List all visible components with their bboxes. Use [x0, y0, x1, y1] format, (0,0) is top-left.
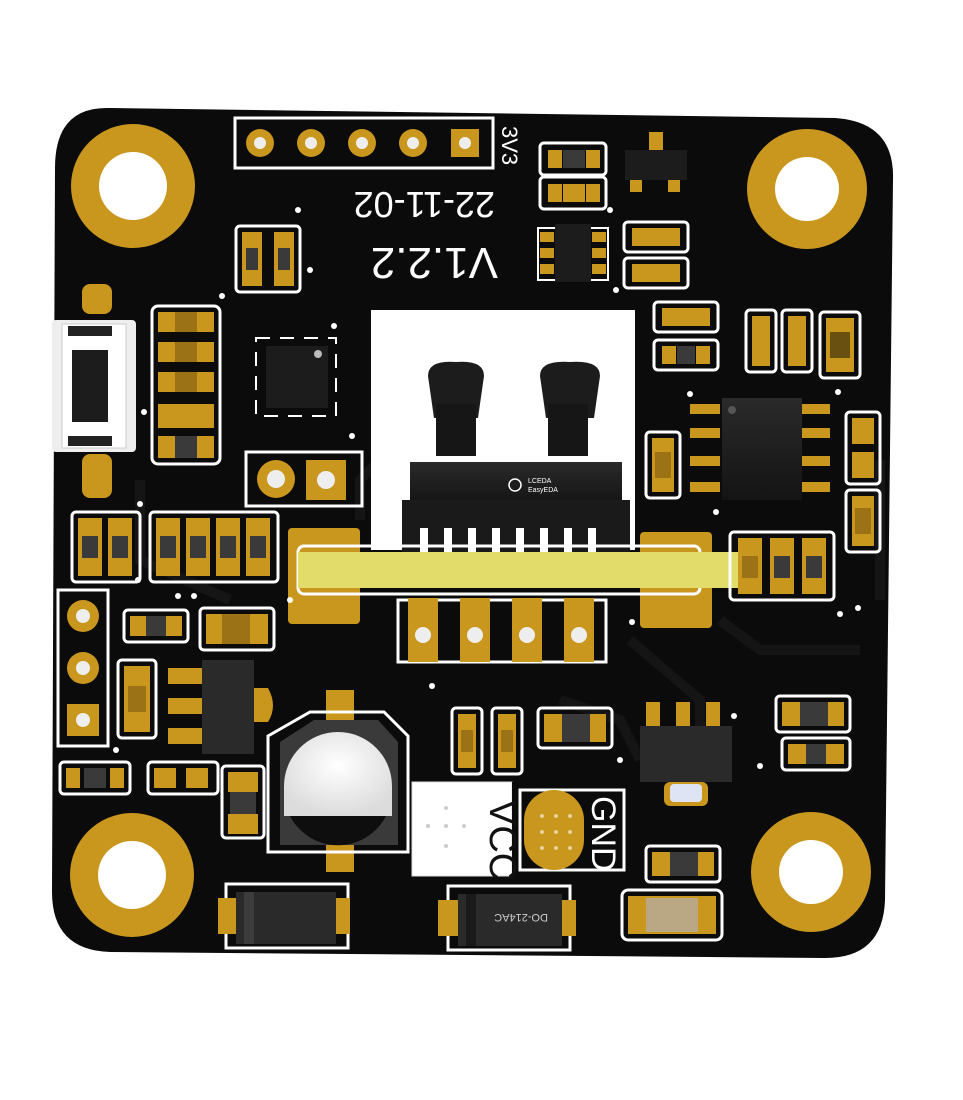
smd-diode-left [218, 882, 350, 950]
smd-row-right-middle [728, 530, 836, 602]
sot23-6-chip [537, 224, 609, 282]
logo-line1: LCEDA [528, 478, 552, 485]
mounting-hole-bottom-right [751, 812, 871, 932]
electrolytic-capacitor [266, 690, 410, 872]
header-label-3v3: 3V3 [497, 126, 522, 165]
logo-icon [508, 478, 522, 492]
smd-resistors-top [538, 141, 608, 211]
sot223-regulator [168, 660, 273, 754]
sensor-bottom-pins [396, 598, 608, 664]
smd-cap-left-of-soic [644, 430, 682, 500]
smd-diode-middle [438, 884, 576, 952]
pin-header-3pin-left [56, 588, 110, 748]
pressure-sensor [371, 310, 635, 552]
soic8-chip [690, 398, 830, 500]
smd-bottom-left-row [58, 760, 266, 840]
smd-right-edge-stack [844, 410, 882, 554]
smd-left-lower [116, 606, 276, 740]
smd-bottom-right [620, 844, 724, 942]
version-text: V1.2.2 [371, 238, 498, 287]
pin-header-2pin [244, 450, 364, 508]
smd-row-left-middle [70, 510, 280, 584]
smd-right-lower [774, 694, 852, 772]
smd-caps-vertical-right [744, 308, 862, 380]
smd-caps-right-top [622, 220, 720, 372]
mounting-hole-top-right [747, 129, 867, 249]
tactile-button [52, 284, 136, 498]
vcc-label: VCC [481, 800, 523, 880]
qfn-chip [255, 337, 337, 417]
mounting-hole-bottom-left [70, 813, 194, 937]
logo-line2: EasyEDA [528, 487, 558, 494]
diode-marking: DO-214AC [494, 911, 548, 923]
smd-middle-bottom [450, 706, 614, 776]
date-text: 22-11-02 [354, 184, 495, 225]
yellow-bridge-bar [298, 552, 750, 588]
gnd-label: GND [584, 796, 622, 872]
sot23-transistor [625, 132, 687, 192]
sot89-transistor [640, 702, 732, 806]
power-connector [411, 781, 628, 877]
pin-header-top [233, 116, 495, 170]
vias [113, 207, 861, 769]
mounting-hole-top-left [71, 124, 195, 248]
smd-vertical-pair-top-left [234, 224, 302, 294]
smd-stack-left [150, 304, 222, 466]
